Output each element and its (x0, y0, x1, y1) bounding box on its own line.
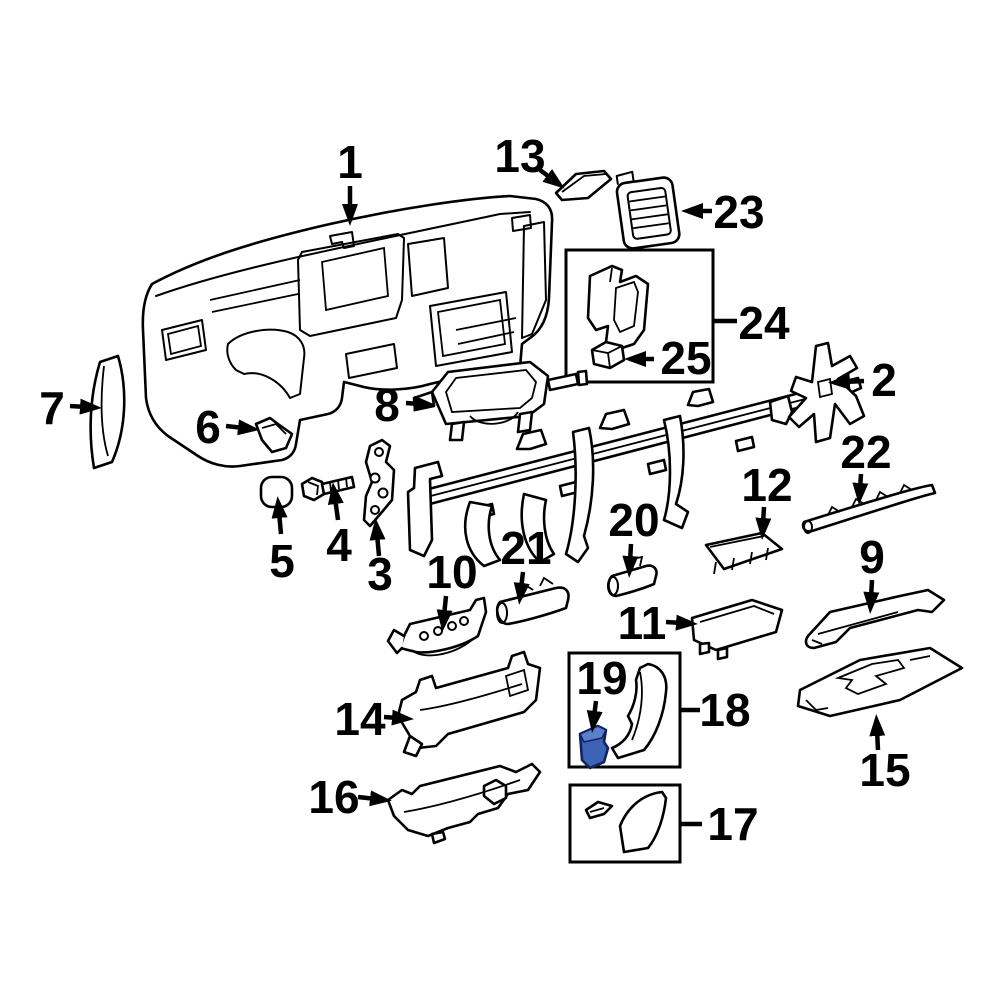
callout-8-arrow (405, 395, 436, 412)
callout-16[interactable]: 16 (308, 771, 392, 823)
callout-24[interactable]: 24 (714, 297, 790, 349)
callout-5-number[interactable]: 5 (269, 535, 295, 587)
callout-10-number[interactable]: 10 (426, 546, 477, 598)
callout-22-number[interactable]: 22 (840, 426, 891, 478)
callout-1-number[interactable]: 1 (337, 136, 363, 188)
part-2-side-bracket[interactable] (787, 341, 866, 444)
part-25-switch[interactable] (590, 340, 626, 370)
callout-2-number[interactable]: 2 (871, 354, 897, 406)
callout-19[interactable]: 19 (576, 652, 628, 733)
callout-7-arrow (69, 398, 102, 415)
callout-15-arrow (869, 714, 886, 751)
callout-18[interactable]: 18 (681, 684, 751, 736)
callout-3[interactable]: 3 (367, 518, 393, 600)
reinforcement-beam (406, 376, 863, 568)
callout-14[interactable]: 14 (334, 693, 414, 745)
callout-6-number[interactable]: 6 (195, 401, 221, 453)
callout-20-arrow (622, 543, 639, 578)
callout-13-number[interactable]: 13 (494, 130, 545, 182)
part-9-trim-panel[interactable] (804, 588, 946, 650)
callout-10-arrow (436, 595, 453, 632)
callout-16-number[interactable]: 16 (308, 771, 359, 823)
part-6-clip[interactable] (254, 416, 294, 454)
callout-15[interactable]: 15 (859, 714, 911, 796)
callout-13-arrow (538, 168, 565, 189)
callout-11-number[interactable]: 11 (618, 597, 667, 649)
callout-22-arrow (852, 473, 869, 505)
callout-8-number[interactable]: 8 (374, 379, 400, 431)
callout-4-number[interactable]: 4 (326, 519, 352, 571)
callout-13[interactable]: 13 (494, 130, 565, 189)
callout-15-number[interactable]: 15 (859, 744, 910, 796)
callout-6[interactable]: 6 (195, 401, 260, 453)
callout-20-number[interactable]: 20 (608, 494, 659, 546)
callout-9-arrow (863, 579, 880, 614)
callout-2-arrow (828, 373, 865, 390)
callout-11-arrow (665, 614, 698, 631)
callout-9-number[interactable]: 9 (859, 531, 885, 583)
part-13-trim-piece[interactable] (554, 169, 613, 202)
callout-22[interactable]: 22 (840, 426, 892, 505)
callout-5-arrow (271, 496, 288, 535)
callout-3-arrow (369, 518, 386, 557)
part-19-clip-highlighted[interactable] (578, 724, 610, 770)
callout-24-number[interactable]: 24 (738, 297, 790, 349)
part-1-instrument-panel[interactable] (141, 194, 554, 468)
callout-3-number[interactable]: 3 (367, 548, 393, 600)
callout-1[interactable]: 1 (337, 136, 363, 226)
callout-12-arrow (755, 506, 772, 540)
callout-17-number[interactable]: 17 (707, 798, 758, 850)
part-3-mounting-bracket[interactable] (362, 438, 396, 528)
callout-10[interactable]: 10 (426, 546, 478, 632)
callout-25-number[interactable]: 25 (660, 332, 711, 384)
callout-6-arrow (225, 419, 260, 436)
callout-23[interactable]: 23 (681, 186, 765, 238)
callout-23-number[interactable]: 23 (713, 186, 764, 238)
callout-9[interactable]: 9 (859, 531, 885, 614)
callout-16-arrow (357, 790, 392, 807)
part-16-insulator[interactable] (386, 762, 542, 845)
callout-7-number[interactable]: 7 (39, 382, 65, 434)
part-23-vent-grille[interactable] (614, 167, 681, 250)
callout-2[interactable]: 2 (828, 354, 897, 406)
callout-12[interactable]: 12 (741, 459, 793, 540)
callout-12-number[interactable]: 12 (741, 459, 792, 511)
part-14-lower-panel[interactable] (396, 650, 542, 758)
callout-19-number[interactable]: 19 (576, 652, 627, 704)
callout-18-number[interactable]: 18 (699, 684, 750, 736)
part-24-bezel[interactable] (586, 264, 650, 352)
part-11-cover[interactable] (690, 598, 784, 661)
callout-19-arrow (586, 700, 603, 733)
callout-25[interactable]: 25 (624, 332, 712, 384)
callout-21-number[interactable]: 21 (500, 522, 551, 574)
callout-17[interactable]: 17 (681, 798, 759, 850)
callout-14-arrow (383, 709, 414, 726)
part-12-tray[interactable] (704, 531, 784, 575)
part-15-under-cover[interactable] (796, 646, 964, 718)
callout-11[interactable]: 11 (618, 597, 698, 649)
part-5-grommet[interactable] (259, 475, 294, 509)
callout-7[interactable]: 7 (39, 382, 102, 434)
callout-8[interactable]: 8 (374, 379, 436, 431)
part-17-corner-trim[interactable] (584, 790, 668, 854)
callout-4-arrow (327, 482, 344, 521)
part-7-side-panel[interactable] (89, 354, 126, 470)
callout-14-number[interactable]: 14 (334, 693, 386, 745)
callout-20[interactable]: 20 (608, 494, 660, 578)
callout-21[interactable]: 21 (500, 522, 552, 605)
callout-21-arrow (513, 571, 530, 605)
callout-4[interactable]: 4 (326, 482, 352, 571)
callout-5[interactable]: 5 (269, 496, 295, 587)
part-18-side-cover[interactable] (610, 662, 668, 760)
